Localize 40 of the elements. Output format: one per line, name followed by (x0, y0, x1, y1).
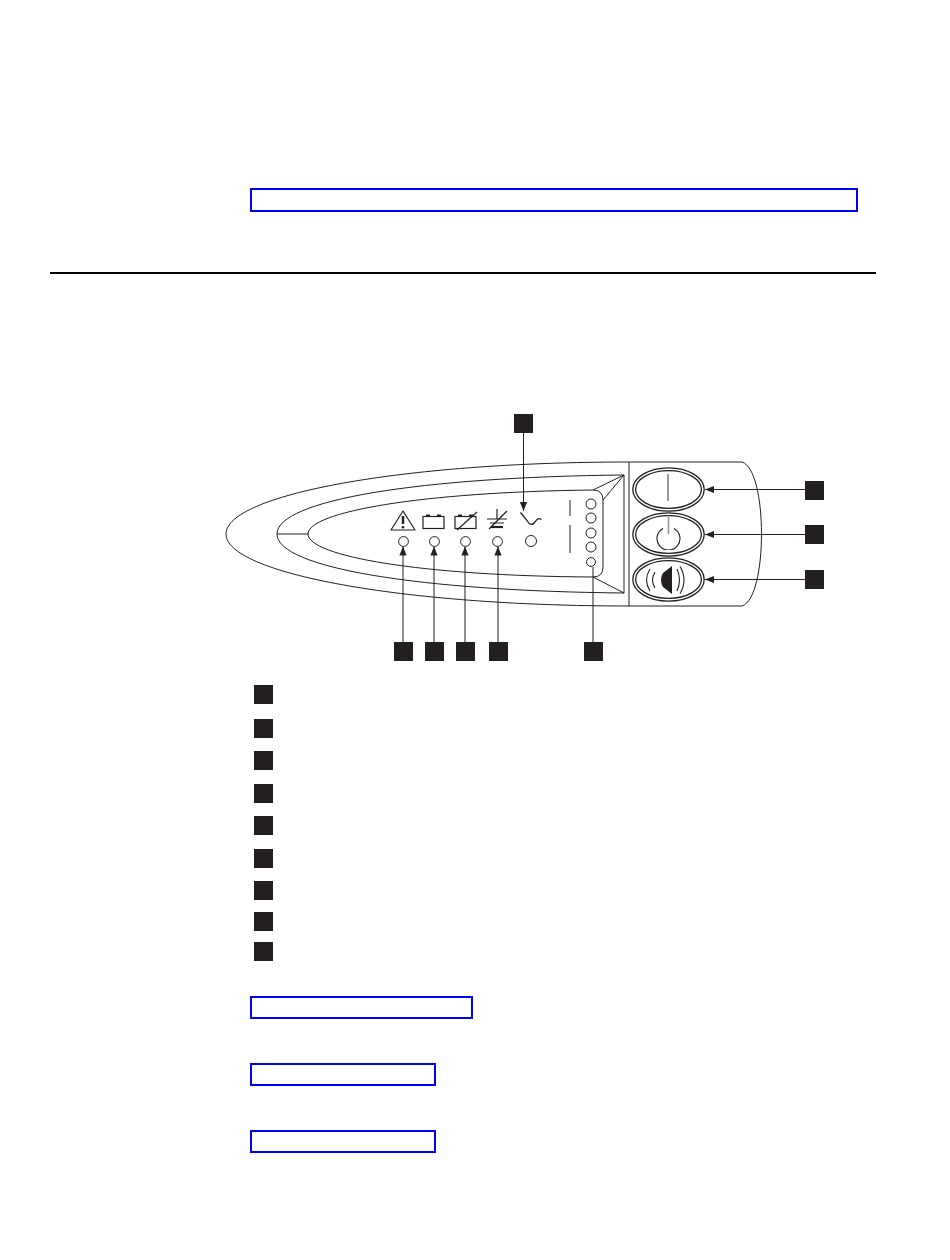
callout-marker (514, 414, 533, 433)
callout-marker (254, 816, 273, 835)
panel-button (632, 467, 705, 512)
callout-marker (254, 912, 273, 931)
callout-marker (455, 642, 475, 661)
leader-line (704, 575, 806, 584)
link-frame (250, 1063, 436, 1086)
link-frame (250, 996, 473, 1019)
link-frame (250, 188, 858, 212)
leader-line (494, 546, 502, 643)
leader-line (592, 566, 594, 643)
led-indicator (586, 557, 596, 567)
led-indicator (491, 535, 503, 547)
callout-marker (254, 881, 273, 900)
leader-line (399, 546, 407, 643)
led-indicator (428, 535, 440, 547)
leader-line (430, 546, 438, 643)
callout-marker (805, 570, 824, 589)
callout-marker (583, 642, 603, 661)
callout-marker (254, 719, 273, 738)
callout-marker (254, 685, 273, 704)
callout-marker (424, 642, 444, 661)
led-indicator (459, 535, 471, 547)
callout-marker (254, 784, 273, 803)
callout-marker (488, 642, 508, 661)
panel-button (632, 557, 705, 602)
leader-line (461, 546, 469, 643)
leader-line (704, 485, 806, 494)
leader-line (704, 530, 806, 539)
leader-line (519, 432, 528, 512)
panel-button (632, 512, 705, 557)
callout-marker (254, 849, 273, 868)
callout-marker (254, 942, 273, 961)
callout-marker (805, 481, 824, 500)
callout-marker (805, 525, 824, 544)
sine-wave-icon (519, 511, 542, 528)
led-indicator (397, 535, 409, 547)
callout-marker (254, 751, 273, 770)
link-frame (250, 1130, 436, 1153)
callout-marker (393, 642, 413, 661)
